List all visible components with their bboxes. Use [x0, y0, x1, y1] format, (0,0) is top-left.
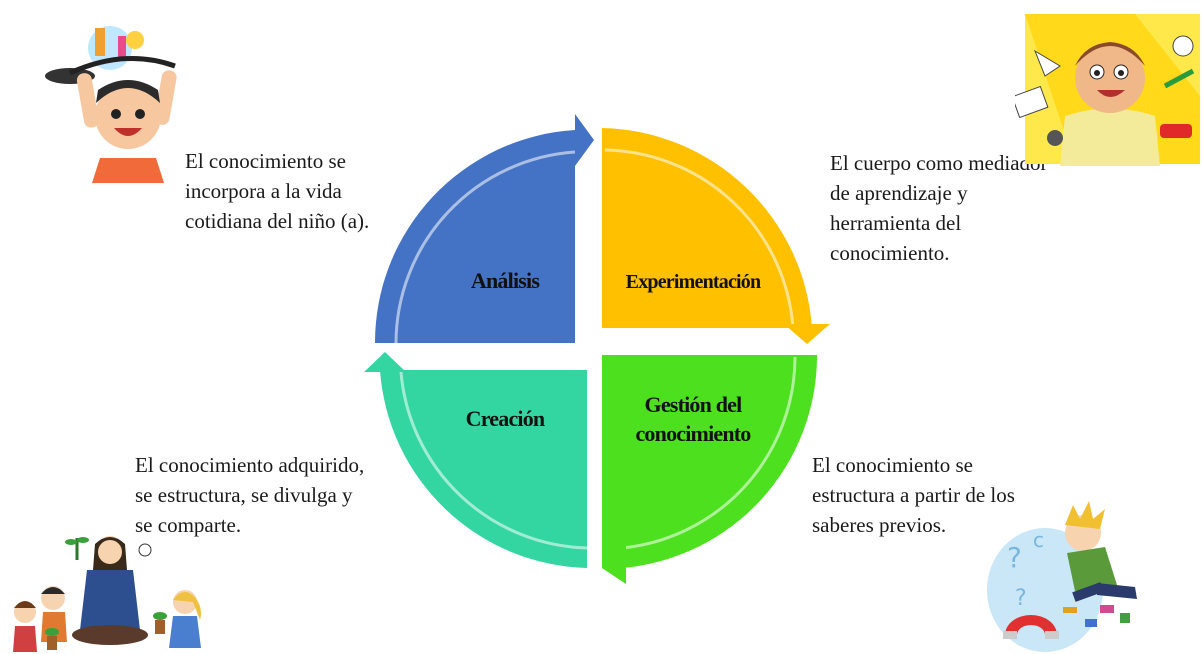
description-top-left: El conocimiento se incorpora a la vida c… [185, 149, 370, 233]
multi-armed-boy-illustration [1015, 14, 1200, 166]
label-experimentacion: Experimentación [626, 271, 761, 293]
boy-playing-illustration: ? c ? [987, 501, 1137, 652]
arrow-head-blue [575, 114, 594, 166]
label-creacion: Creación [466, 406, 545, 431]
description-bottom-right: El conocimiento se estructura a partir d… [812, 453, 1015, 537]
teacher-children-illustration [13, 536, 201, 652]
quadrant-experimentacion: Experimentación [602, 128, 830, 344]
svg-text:?: ? [1007, 541, 1022, 574]
child-ideas-illustration [45, 26, 177, 183]
arrow-head-teal [364, 352, 406, 372]
svg-text:c: c [1033, 528, 1044, 552]
description-top-right: El cuerpo como mediador de aprendizaje y… [830, 151, 1048, 265]
arrow-head-green [602, 542, 626, 584]
quadrant-creacion: Creación [364, 352, 588, 568]
label-analisis: Análisis [471, 268, 540, 293]
description-bottom-left: El conocimiento adquirido, se estructura… [135, 453, 365, 537]
quadrant-gestion: Gestión del conocimiento [602, 355, 818, 584]
quadrant-analisis: Análisis [374, 114, 594, 344]
arrow-head-yellow [784, 324, 830, 344]
svg-text:?: ? [1015, 586, 1027, 611]
label-gestion-1: Gestión del [645, 392, 743, 417]
label-gestion-2: conocimiento [635, 421, 751, 446]
